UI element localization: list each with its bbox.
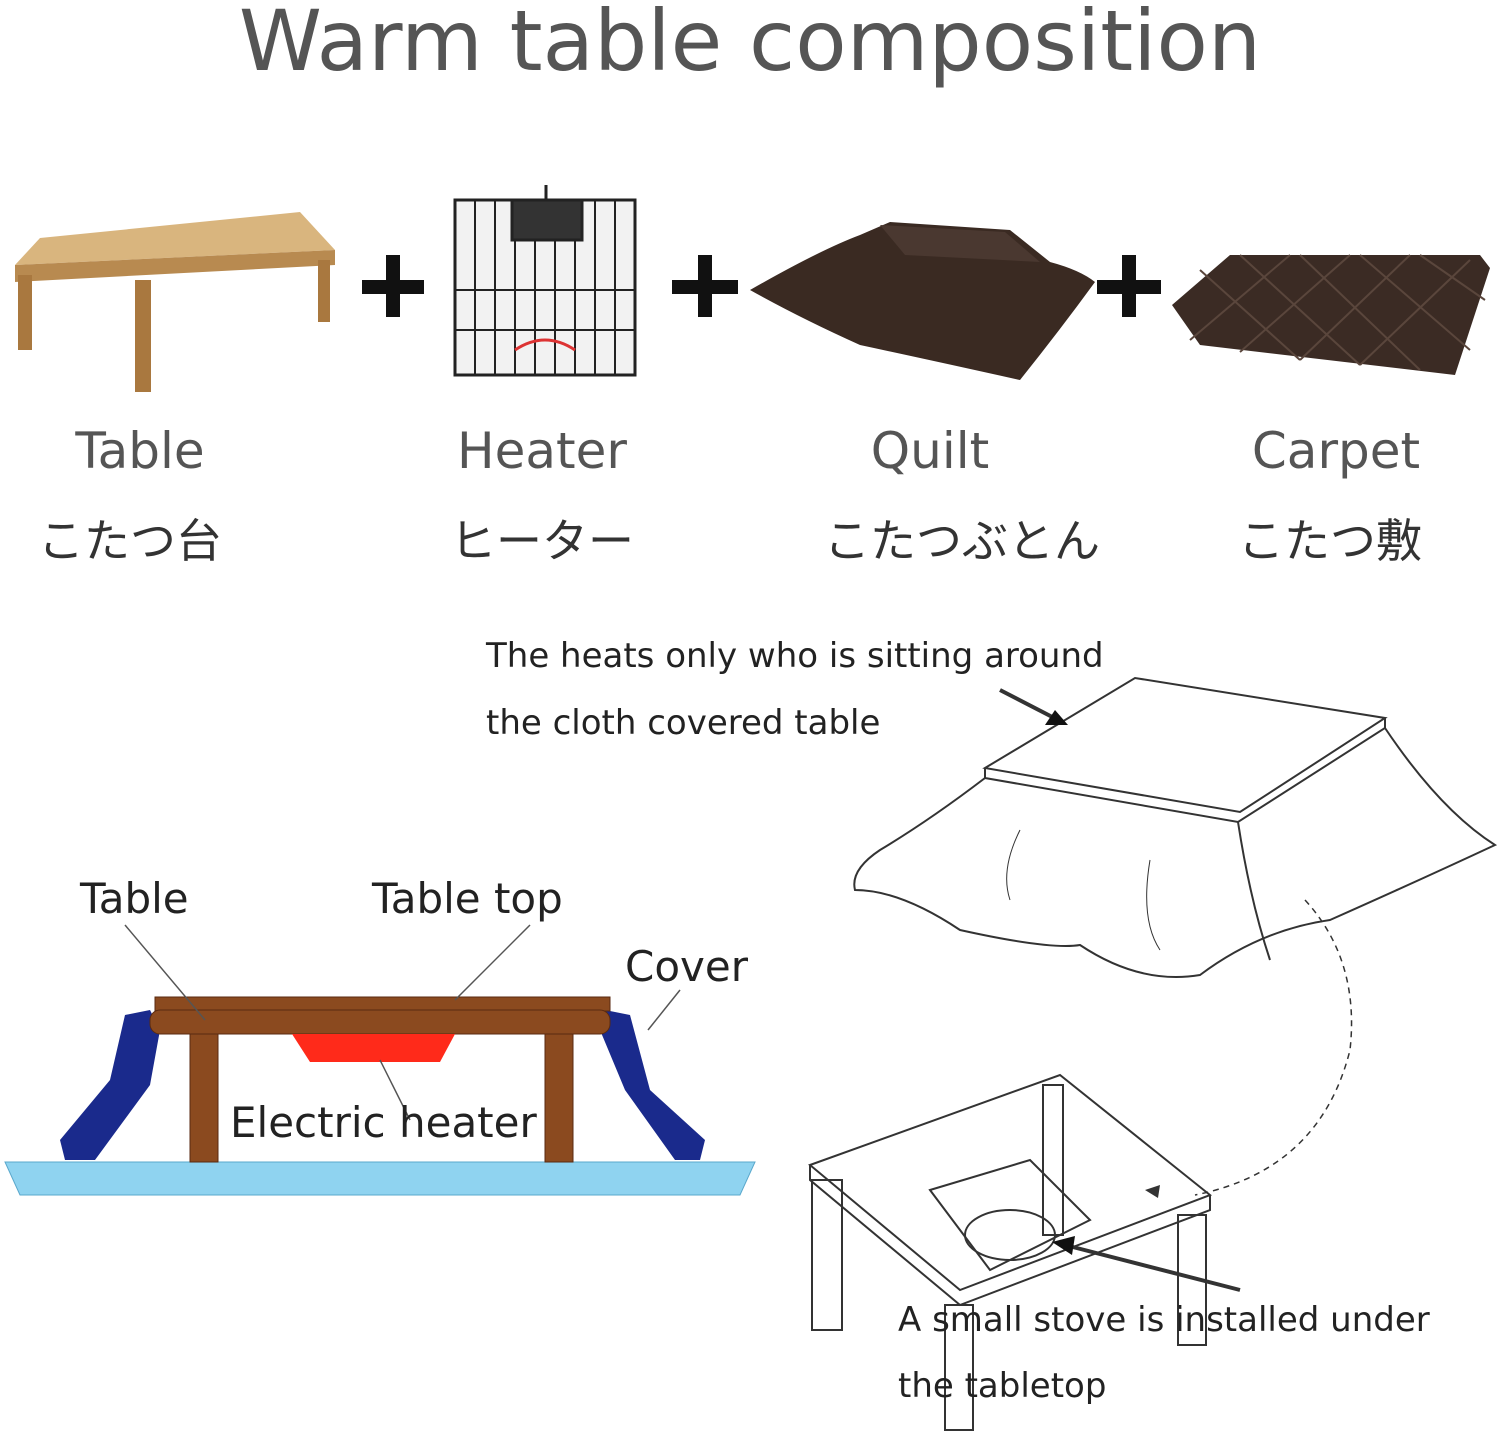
carpet-image: [1172, 254, 1490, 375]
quilt-label: Quilt: [870, 422, 990, 480]
page-title: Warm table composition: [238, 0, 1262, 90]
bare-table-drawing: [808, 1073, 1241, 1431]
table-image: [15, 212, 335, 392]
top-note-line1: The heats only who is sitting around: [486, 636, 1104, 676]
bottom-note-line2: the tabletop: [898, 1366, 1107, 1406]
carpet-label: Carpet: [1251, 422, 1421, 480]
covered-table-drawing: [853, 676, 1498, 1198]
table-label: Table: [75, 422, 205, 480]
cross-section-table-label: Table: [80, 874, 189, 923]
cross-section-heater-label: Electric heater: [230, 1098, 537, 1147]
cross-section-table-top-label: Table top: [372, 874, 563, 923]
table-japanese-label: こたつ台: [38, 514, 222, 568]
top-note-line2: the cloth covered table: [486, 703, 881, 743]
heater-label: Heater: [457, 422, 627, 480]
heater-japanese-label: ヒーター: [450, 514, 634, 568]
quilt-japanese-label: こたつぶとん: [824, 514, 1100, 568]
plus-icons: [362, 255, 1161, 317]
quilt-image: [750, 222, 1095, 380]
carpet-japanese-label: こたつ敷: [1238, 514, 1422, 568]
cross-section-diagram: [4, 924, 756, 1196]
bottom-note-line1: A small stove is installed under: [898, 1300, 1430, 1340]
cross-section-cover-label: Cover: [625, 942, 748, 991]
heater-image: [453, 185, 637, 377]
